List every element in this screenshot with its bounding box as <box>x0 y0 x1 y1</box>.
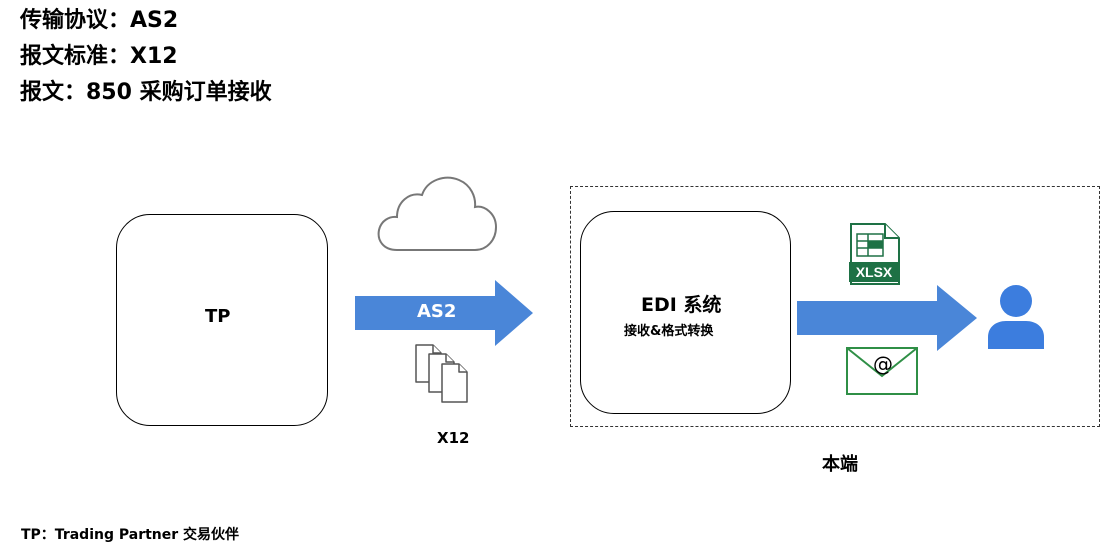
user-icon <box>988 285 1044 349</box>
protocol-line: 传输协议：AS2 <box>20 8 179 33</box>
as2-arrow-label: AS2 <box>417 301 457 322</box>
email-envelope-icon: @ <box>846 347 918 395</box>
footnote: TP：Trading Partner 交易伙伴 <box>21 527 240 543</box>
xlsx-file-icon: XLSX <box>849 223 900 285</box>
as2-arrow <box>355 280 533 346</box>
edi-system-title: EDI 系统 <box>641 294 722 316</box>
delivery-arrow <box>797 285 977 351</box>
xlsx-badge-text: XLSX <box>856 264 893 280</box>
cloud-icon <box>377 176 498 251</box>
local-side-label: 本端 <box>822 454 858 475</box>
x12-label: X12 <box>437 429 470 447</box>
documents-icon <box>415 344 468 403</box>
message-line: 报文：850 采购订单接收 <box>20 80 272 105</box>
tp-label: TP <box>205 306 231 327</box>
edi-system-subtitle: 接收&格式转换 <box>624 324 714 339</box>
tp-node <box>116 214 328 426</box>
standard-line: 报文标准：X12 <box>20 44 178 69</box>
email-at-symbol: @ <box>873 352 893 376</box>
edi-system-node <box>580 211 791 414</box>
local-side-region <box>570 186 1100 427</box>
